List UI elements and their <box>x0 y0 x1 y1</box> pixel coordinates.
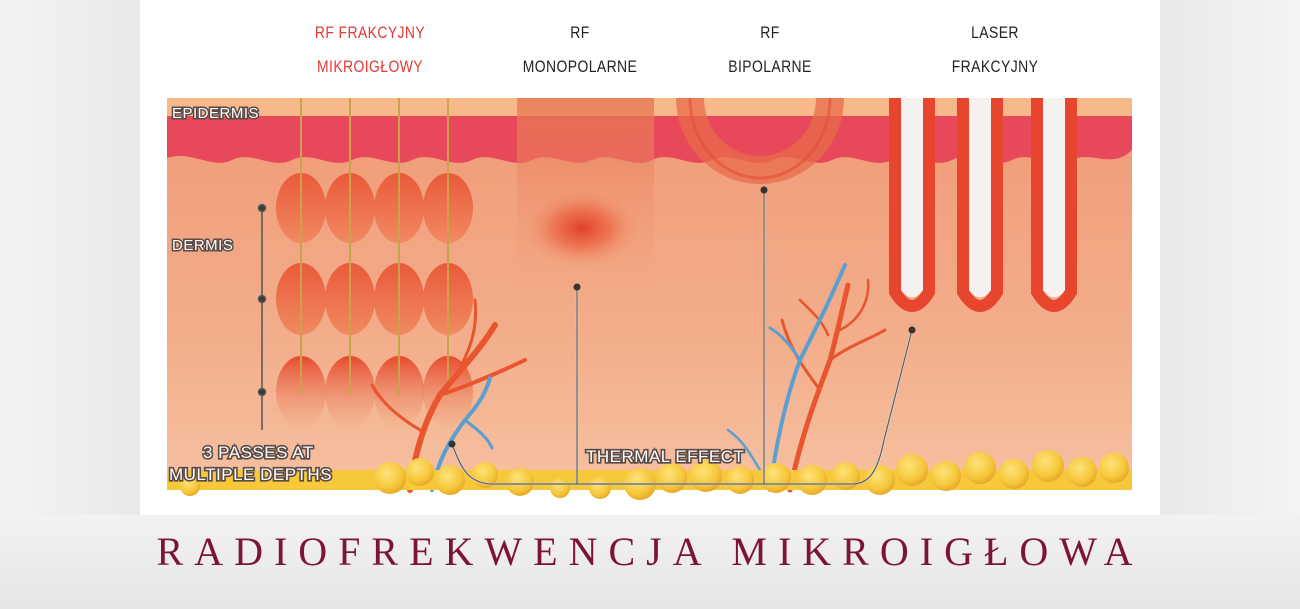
microneedles <box>300 98 449 395</box>
blood-vessels-red <box>370 278 887 493</box>
thermal-effect-label: THERMAL EFFECT <box>586 447 744 466</box>
laser-channel-core <box>901 98 923 298</box>
background-right <box>1160 0 1300 609</box>
column-label-line: MONOPOLARNE <box>522 57 638 76</box>
bipolar-heat-edge <box>688 97 832 180</box>
column-label-line: RF FRAKCYJNY <box>314 23 426 42</box>
laser-channel <box>1031 98 1077 312</box>
bipolar-heat-zone <box>676 97 844 184</box>
dermis-label: DERMIS <box>172 237 233 254</box>
column-label-line: LASER <box>971 23 1019 42</box>
laser-channel <box>889 98 935 312</box>
column-label-line: FRAKCYJNY <box>951 57 1039 76</box>
passes-bracket <box>257 203 267 430</box>
footer-band <box>0 515 1300 609</box>
column-label-rf-microneedle: RF FRAKCYJNY MIKROIGŁOWY <box>304 16 435 84</box>
thermal-effect-leaders-dark <box>451 190 913 485</box>
laser-channel-core <box>1043 98 1065 298</box>
passes-label-line1: 3 PASSES AT <box>203 443 314 462</box>
leader-dots <box>448 186 916 448</box>
column-label-fractional-laser: LASER FRAKCYJNY <box>938 16 1053 84</box>
column-label-line: RF <box>570 23 590 42</box>
column-label-line: BIPOLARNE <box>728 57 812 76</box>
column-label-rf-monopolar: RF MONOPOLARNE <box>519 16 642 84</box>
page-title: RADIOFREKWENCJA MIKROIGŁOWA <box>156 529 1144 574</box>
laser-channels <box>889 98 1077 312</box>
background-left <box>0 0 140 609</box>
column-label-line: MIKROIGŁOWY <box>317 57 423 76</box>
column-label-rf-bipolar: RF BIPOLARNE <box>717 16 824 84</box>
passes-label-line2: MULTIPLE DEPTHS <box>169 465 332 484</box>
blood-vessels-blue <box>430 263 847 492</box>
skin-diagram: EPIDERMIS DERMIS 3 PASSES AT MULTIPLE DE… <box>167 97 1132 500</box>
epidermis-label: EPIDERMIS <box>172 105 259 122</box>
laser-channel-core <box>969 98 991 298</box>
column-label-line: RF <box>760 23 780 42</box>
fat-layer <box>167 450 1132 500</box>
monopolar-heat-zone <box>520 186 644 270</box>
laser-channel <box>957 98 1003 312</box>
